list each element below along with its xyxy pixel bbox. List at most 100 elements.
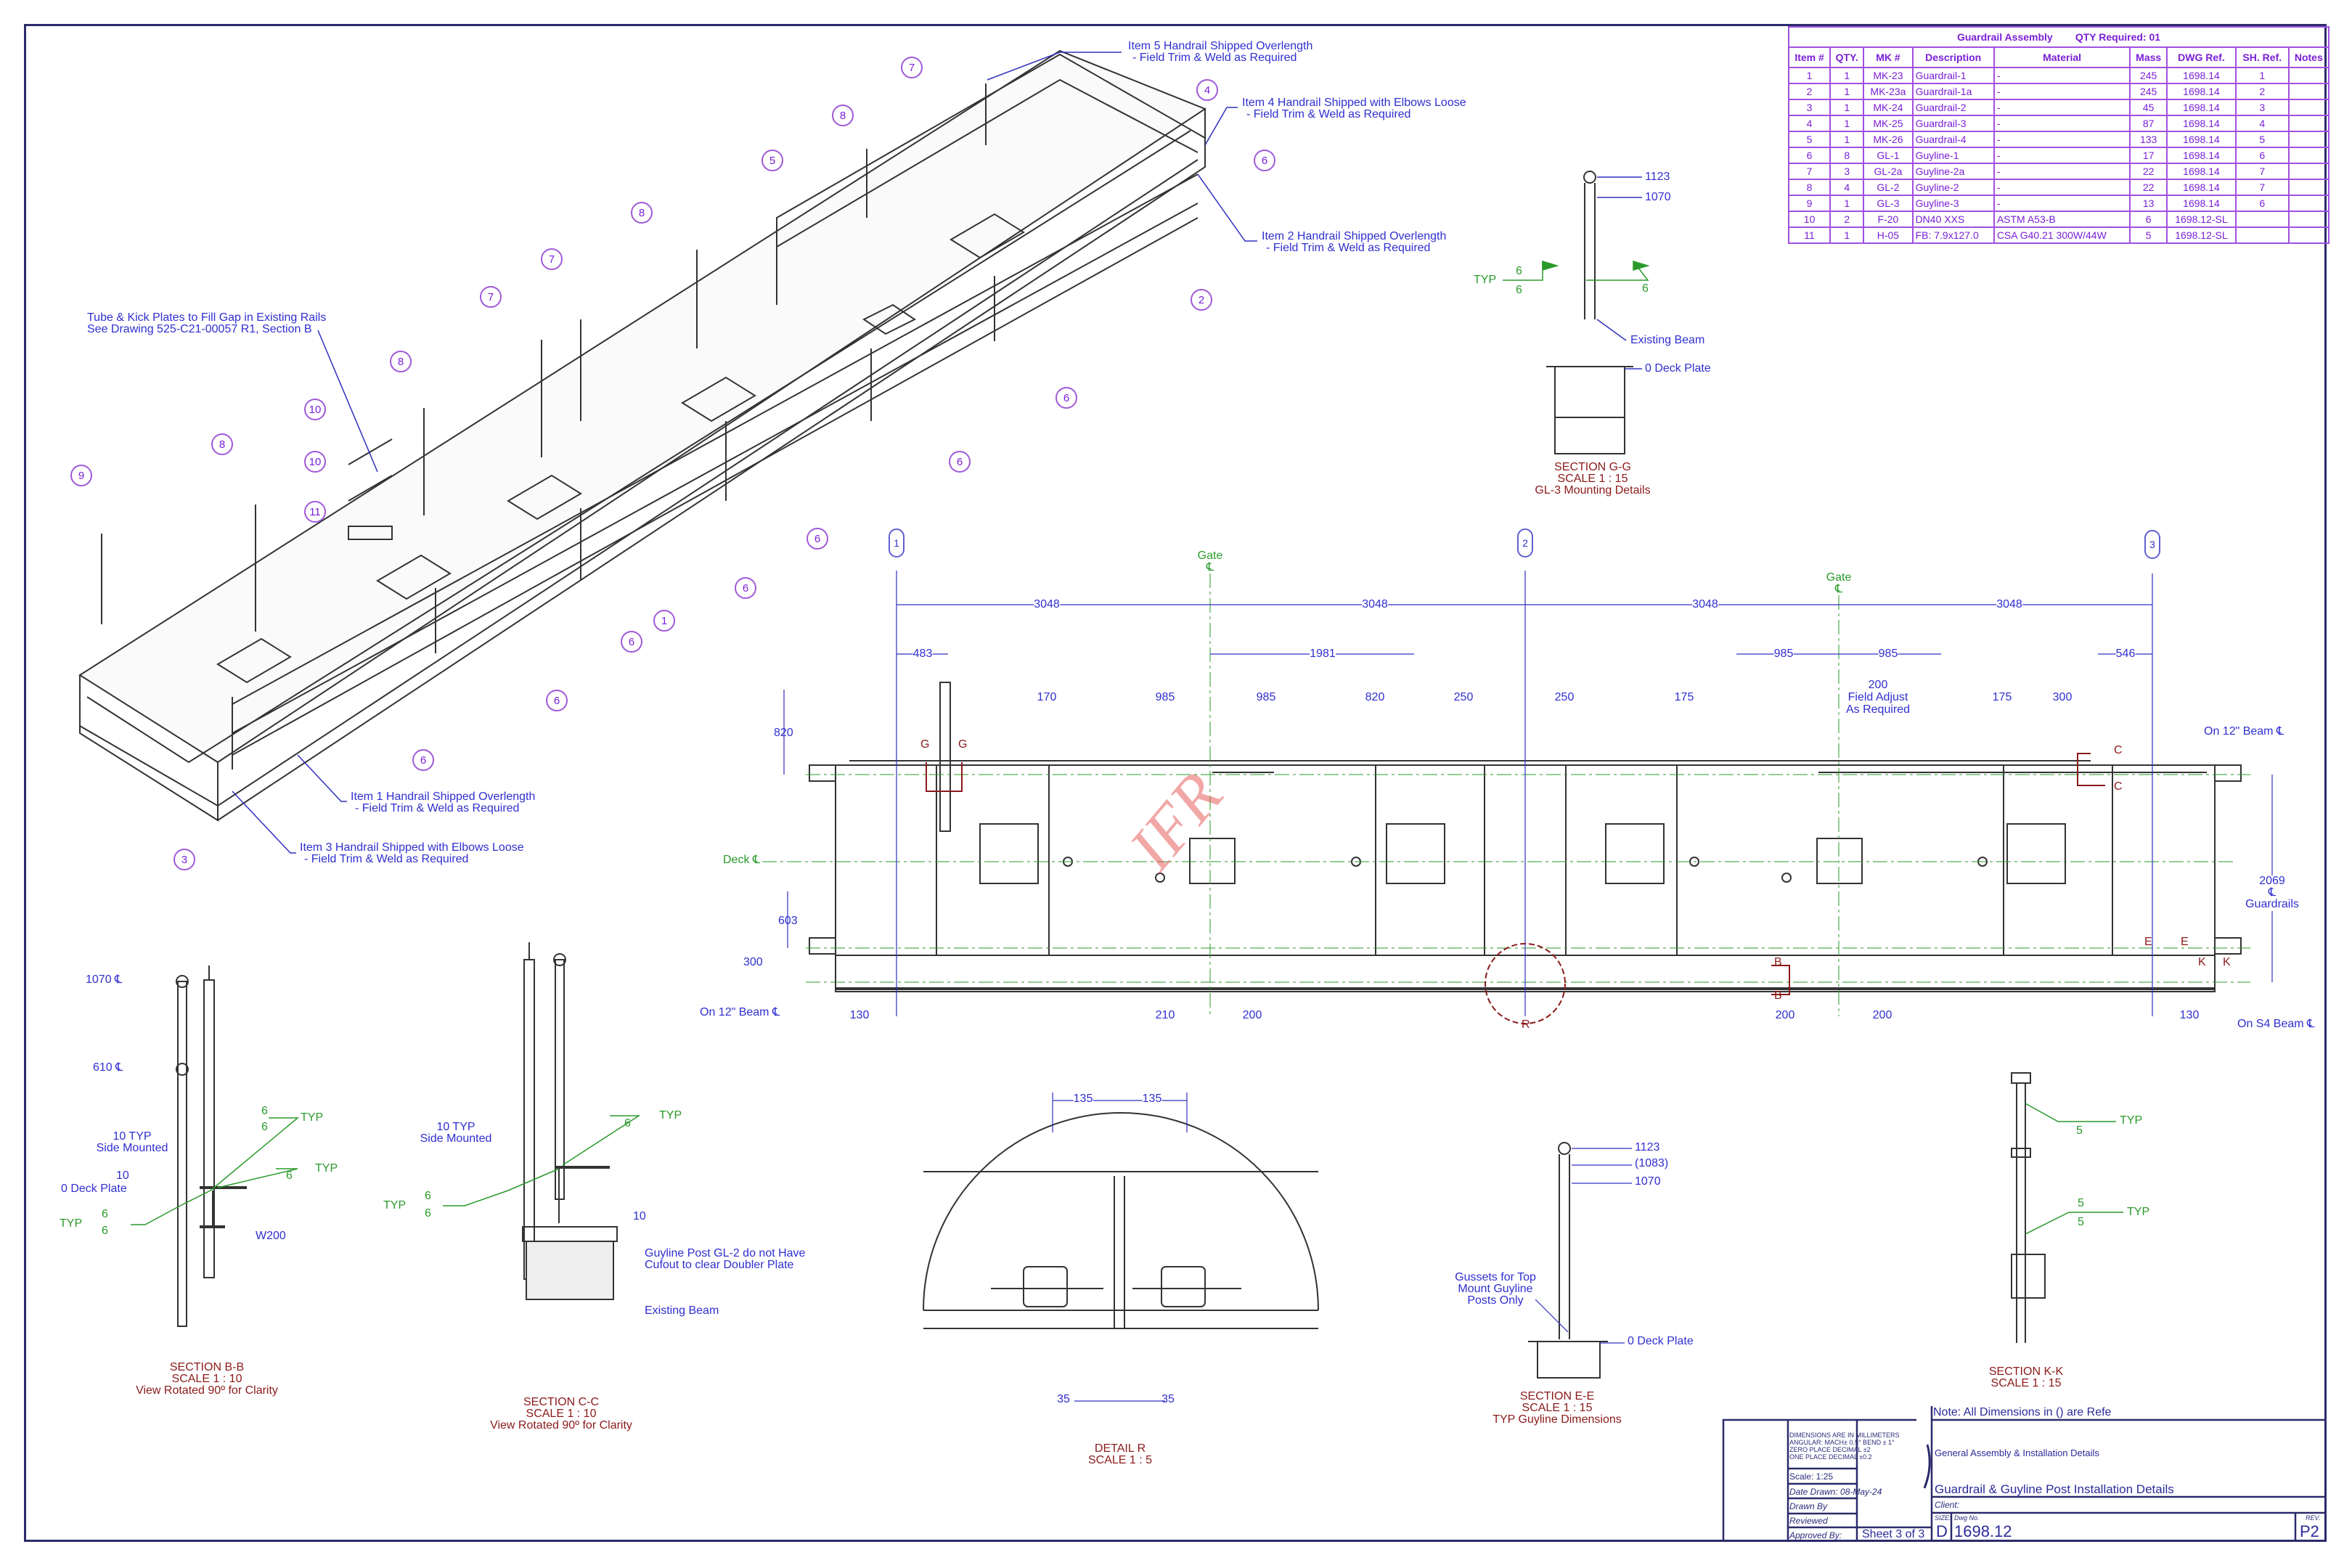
cc-title: SECTION C-C xyxy=(523,1396,599,1408)
dim: 210 xyxy=(1155,1009,1175,1021)
cc-weld: 6 xyxy=(425,1190,431,1202)
bom-cell xyxy=(2287,67,2330,84)
dim: 483 xyxy=(912,648,933,661)
note-item5-line1: Item 5 Handrail Shipped Overlength xyxy=(1128,40,1313,52)
bom-cell xyxy=(2287,83,2330,100)
bom-cell: 5 xyxy=(2129,226,2168,244)
bom-cell: - xyxy=(1993,115,2131,132)
note-item2-line1: Item 2 Handrail Shipped Overlength xyxy=(1262,230,1447,242)
bom-cell: 6 xyxy=(2234,147,2290,164)
bom-cell: Guyline-1 xyxy=(1911,147,1995,164)
bb-typ: TYP xyxy=(301,1111,324,1124)
cc-dim-10: 10 xyxy=(633,1210,646,1222)
bom-cell: - xyxy=(1993,67,2131,84)
tolerance-line: DIMENSIONS ARE IN MILLIMETERS xyxy=(1789,1432,1900,1439)
dim: 985 xyxy=(1155,691,1175,703)
bom-cell: 4 xyxy=(1787,115,1832,132)
bom-cell: 1 xyxy=(1829,99,1865,116)
gate-cl: ℄ xyxy=(1206,561,1214,573)
item-balloon: 7 xyxy=(541,248,563,270)
item-balloon: 11 xyxy=(304,501,326,523)
bom-cell: Guyline-2a xyxy=(1911,163,1995,180)
dim-span: 3048 xyxy=(1034,598,1060,611)
bb-cl-1070: 1070 ℄ xyxy=(86,973,123,986)
bom-cell: - xyxy=(1993,163,2131,180)
kk-title: SECTION K-K xyxy=(1988,1365,2064,1378)
bom-header-cell: Notes xyxy=(2287,46,2330,68)
bom-cell: 1 xyxy=(1829,226,1865,244)
bom-cell: MK-25 xyxy=(1863,115,1914,132)
item-balloon: 8 xyxy=(832,105,854,126)
item-balloon: 2 xyxy=(1191,289,1212,311)
bom-cell: - xyxy=(1993,195,2131,212)
rev-value: P2 xyxy=(2300,1522,2319,1540)
bom-cell: 1 xyxy=(1787,67,1832,84)
item-balloon: 6 xyxy=(621,631,642,653)
section-cut-e: E xyxy=(2181,936,2189,948)
bom-cell: 2 xyxy=(1829,211,1865,228)
section-cut-k: K xyxy=(2198,956,2206,968)
bb-weld: 6 xyxy=(261,1121,268,1133)
bom-cell: 7 xyxy=(1787,163,1832,180)
bom-cell xyxy=(2287,99,2330,116)
dim: 200 xyxy=(1775,1009,1795,1021)
dim: 1981 xyxy=(1310,648,1336,661)
bb-weld: 6 xyxy=(286,1169,293,1182)
section-cut-c: C xyxy=(2114,780,2123,793)
bb-title: SECTION B-B xyxy=(169,1361,245,1373)
bom-cell: 45 xyxy=(2129,99,2168,116)
bom-cell xyxy=(2287,195,2330,212)
gate-label: Gate xyxy=(1197,550,1223,562)
item-balloon: 1 xyxy=(653,610,675,632)
bom-cell: Guyline-2 xyxy=(1911,179,1995,196)
bb-w200: W200 xyxy=(256,1230,286,1242)
dim-span: 3048 xyxy=(1996,598,2022,611)
bom-cell: 5 xyxy=(1787,131,1832,148)
ee-dim-1083: (1083) xyxy=(1635,1157,1669,1169)
bb-weld: 6 xyxy=(102,1208,108,1220)
item-balloon: 6 xyxy=(546,690,568,711)
bom-cell: 1 xyxy=(2234,67,2290,84)
note-item1-line2: - Field Trim & Weld as Required xyxy=(355,802,520,814)
bom-cell: GL-2 xyxy=(1863,179,1914,196)
item-balloon: 6 xyxy=(1254,150,1275,171)
ee-scale: SCALE 1 : 15 xyxy=(1522,1402,1593,1414)
bom-cell: 8 xyxy=(1829,147,1865,164)
bb-weld: 6 xyxy=(261,1105,268,1117)
bom-cell xyxy=(2234,226,2290,244)
size-label: SIZE: xyxy=(1935,1514,1951,1522)
note-item5-line2: - Field Trim & Weld as Required xyxy=(1132,52,1297,64)
item-balloon: 9 xyxy=(70,465,92,486)
item-balloon: 8 xyxy=(631,202,653,224)
reviewed-field: Reviewed xyxy=(1789,1516,1828,1526)
section-cut-b: B xyxy=(1774,989,1782,1002)
bom-header-cell: QTY. xyxy=(1829,46,1865,68)
grid-bubble-1: 1 xyxy=(889,528,905,558)
item-balloon: 10 xyxy=(304,399,326,420)
r-dim: 35 xyxy=(1161,1393,1175,1405)
bom-cell: GL-3 xyxy=(1863,195,1914,212)
bom-cell: 5 xyxy=(2234,131,2290,148)
bom-cell: 1698.14 xyxy=(2166,195,2237,212)
r-scale: SCALE 1 : 5 xyxy=(1087,1454,1153,1466)
bom-title-row: Guardrail Assembly QTY Required: 01 xyxy=(1788,26,2329,48)
dwg-no-label: Dwg No. xyxy=(1954,1514,1980,1522)
cl-symbol: ℄ xyxy=(2268,886,2277,899)
gg-typ: TYP xyxy=(1474,274,1497,286)
tolerance-line: ONE PLACE DECIMAL ±0.2 xyxy=(1789,1453,1872,1461)
item-balloon: 6 xyxy=(735,577,756,599)
gg-weld-size: 6 xyxy=(1516,284,1522,296)
gg-dim-1123: 1123 xyxy=(1645,171,1670,183)
bom-cell: Guardrail-1a xyxy=(1911,83,1995,100)
beam12-right-label: On 12" Beam ℄ xyxy=(2204,725,2284,738)
gg-title: SECTION G-G xyxy=(1554,461,1631,473)
bb-note: View Rotated 90º for Clarity xyxy=(136,1384,278,1397)
bom-cell: H-05 xyxy=(1863,226,1914,244)
dim: 200 xyxy=(1872,1009,1892,1021)
